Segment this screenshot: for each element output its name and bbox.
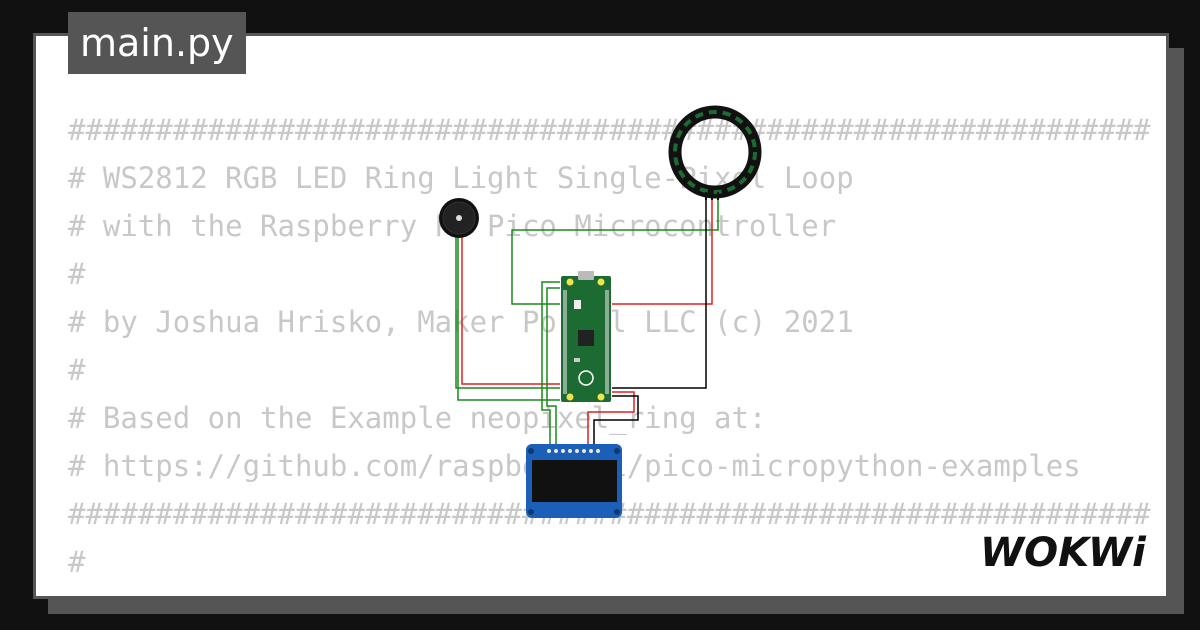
wire-red xyxy=(587,391,635,447)
wires xyxy=(455,200,719,447)
pico-board-icon[interactable] xyxy=(561,271,611,402)
neopixel-ring-icon[interactable] xyxy=(668,105,762,200)
code-line: # WS2812 RGB LED Ring Light Single-Pixel… xyxy=(68,161,854,195)
wire-green xyxy=(511,200,719,305)
wire-green xyxy=(457,236,560,401)
wire-green xyxy=(541,281,560,447)
wire-green xyxy=(546,287,560,447)
file-tab[interactable]: main.py xyxy=(68,12,246,74)
code-line: # Import necessary modules xyxy=(68,586,1151,596)
wire-red xyxy=(461,236,560,385)
wire-black xyxy=(593,395,639,447)
code-line: # xyxy=(68,545,86,579)
buzzer-icon[interactable] xyxy=(439,198,479,238)
wire-black xyxy=(612,200,707,389)
wire-green xyxy=(455,236,560,389)
code-line: # Based on the Example neopixel_ring at: xyxy=(68,401,767,435)
svg-text:WOKWi: WOKWi xyxy=(980,530,1147,576)
code-line: # xyxy=(68,353,86,387)
code-line: # xyxy=(68,257,86,291)
oled-display-icon[interactable] xyxy=(526,444,622,518)
wokwi-logo: WOKWi xyxy=(980,530,1147,576)
wire-red xyxy=(612,200,713,305)
code-line: ########################################… xyxy=(68,113,1151,147)
